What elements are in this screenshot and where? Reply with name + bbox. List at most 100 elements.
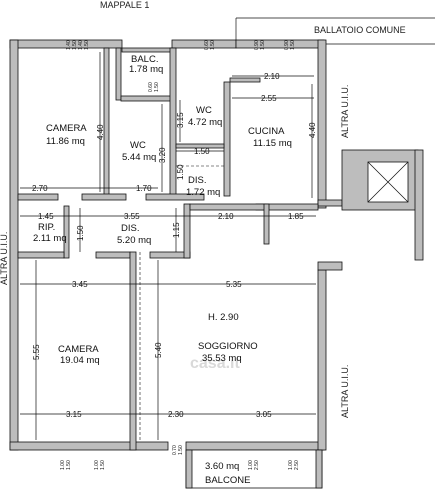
dim-320: 3.20 bbox=[158, 147, 167, 163]
room-rip-name: RIP. bbox=[38, 222, 55, 233]
room-dis-top-area: 1.72 mq bbox=[186, 187, 220, 198]
room-balcone-name: BALCONE bbox=[205, 475, 250, 486]
room-dis-top-name: DIS. bbox=[188, 175, 206, 186]
wall-right-upper bbox=[317, 39, 327, 209]
dim-535: 5.35 bbox=[226, 280, 242, 289]
room-balc-area: 1.78 mq bbox=[129, 64, 163, 75]
wall-left bbox=[9, 39, 19, 451]
dim-305: 3.05 bbox=[256, 410, 272, 419]
dim-555: 5.55 bbox=[32, 344, 41, 360]
wall-row2-right bbox=[189, 203, 267, 211]
dim-210-mid: 2.10 bbox=[218, 212, 234, 221]
wmark-wb4a: 1.00 bbox=[248, 460, 254, 470]
wmark-w3b: 1.50 bbox=[210, 40, 216, 50]
watermark: casa.it bbox=[190, 355, 240, 372]
wmark-wb3b: 2.50 bbox=[294, 460, 300, 470]
wall-stair-right bbox=[414, 149, 424, 261]
mappale-label: MAPPALE 1 bbox=[100, 0, 149, 10]
altra-top-right-label: ALTRA U.I.U. bbox=[340, 85, 350, 138]
wall-rip-bottom bbox=[17, 251, 65, 259]
wmark-w1a: 1.40 bbox=[66, 40, 72, 50]
wmark-w5b: 1.50 bbox=[260, 40, 266, 50]
wall-wc2-cucina bbox=[223, 81, 231, 197]
wall-cucina-top bbox=[229, 77, 261, 83]
wmark-wb2b: 1.50 bbox=[100, 460, 106, 470]
wmark-wb4b: 2.50 bbox=[254, 460, 260, 470]
wall-wc-balc bbox=[115, 47, 122, 101]
room-soggiorno-area: 35.53 mq bbox=[202, 353, 242, 364]
dim-185: 1.85 bbox=[288, 212, 304, 221]
wall-row1-bottom-c bbox=[145, 193, 205, 201]
altra-mid-right-label: ALTRA U.I.U. bbox=[340, 365, 350, 418]
room-balc-name: BALC. bbox=[131, 54, 158, 65]
room-rip-area: 2.11 mq bbox=[33, 233, 67, 244]
dim-440-cucina: 4.40 bbox=[308, 122, 317, 138]
room-wc-left-area: 5.44 mq bbox=[122, 152, 156, 163]
room-wc-left-name: WC bbox=[130, 140, 146, 151]
wall-bottom-left bbox=[9, 441, 169, 451]
wall-row1-bottom-a bbox=[17, 193, 59, 201]
wmark-wb3a: 1.00 bbox=[288, 460, 294, 470]
wmark-w4b: 1.50 bbox=[154, 82, 160, 92]
wall-stub-right bbox=[263, 203, 270, 245]
dim-115: 1.15 bbox=[172, 222, 181, 238]
dim-150-wc: 1.50 bbox=[194, 147, 210, 156]
wmark-w4a: 0.60 bbox=[148, 82, 154, 92]
wall-dis-right bbox=[183, 203, 191, 259]
wall-camera-wc bbox=[103, 47, 110, 197]
balcone-rail-right bbox=[315, 449, 323, 489]
altra-left-label: ALTRA U.I.U. bbox=[0, 232, 9, 285]
dim-170: 1.70 bbox=[136, 184, 152, 193]
wmark-w5a: 0.90 bbox=[254, 40, 260, 50]
dim-315: 3.15 bbox=[176, 112, 185, 128]
ballatoio-label: BALLATOIO COMUNE bbox=[314, 25, 406, 35]
wmark-w7b: 1.50 bbox=[178, 445, 184, 455]
wall-right-step2 bbox=[317, 261, 343, 271]
elevator-cross-2 bbox=[367, 161, 409, 203]
balcone-outline bbox=[185, 449, 323, 489]
wall-top-right bbox=[235, 39, 325, 49]
room-soggiorno-name: SOGGIORNO bbox=[198, 341, 258, 352]
dim-255: 2.55 bbox=[261, 94, 277, 103]
dim-315-bottom: 3.15 bbox=[66, 410, 82, 419]
wmark-w1b: 1.50 bbox=[72, 40, 78, 50]
dim-150-dis: 1.50 bbox=[176, 164, 185, 180]
wall-bottom-right bbox=[185, 441, 325, 451]
dim-150-rip: 1.50 bbox=[76, 225, 85, 241]
room-dis-mid-name: DIS. bbox=[121, 223, 139, 234]
dim-145: 1.45 bbox=[38, 212, 54, 221]
room-camera-bottom-area: 19.04 mq bbox=[60, 355, 100, 366]
room-balcone-area: 3.60 mq bbox=[205, 461, 239, 472]
wall-row1-bottom-b bbox=[81, 193, 127, 201]
wall-right-lower bbox=[317, 269, 327, 451]
wmark-w6a: 0.90 bbox=[284, 40, 290, 50]
wall-balc-top bbox=[121, 47, 173, 53]
room-cucina-area: 11.15 mq bbox=[253, 138, 292, 149]
dim-345: 3.45 bbox=[72, 280, 88, 289]
dim-210-cucina: 2.10 bbox=[264, 72, 280, 81]
wmark-wb1b: 1.50 bbox=[66, 460, 72, 470]
room-camera-bottom-name: CAMERA bbox=[58, 344, 99, 355]
room-wc-right-area: 4.72 mq bbox=[188, 117, 222, 128]
altezza-label: H. 2.90 bbox=[208, 312, 239, 323]
wall-right-step bbox=[317, 199, 343, 207]
wall-wc2-bottom bbox=[175, 143, 225, 149]
room-camera-top-area: 11.86 mq bbox=[46, 136, 85, 147]
wall-wc-top bbox=[120, 95, 174, 102]
wall-row2-a bbox=[95, 251, 131, 259]
room-dis-mid-area: 5.20 mq bbox=[117, 235, 151, 246]
wmark-w6b: 1.50 bbox=[290, 40, 296, 50]
room-camera-top-name: CAMERA bbox=[46, 123, 87, 134]
wmark-wb2a: 1.00 bbox=[94, 460, 100, 470]
wmark-w2a: 1.40 bbox=[78, 40, 84, 50]
dim-355: 3.55 bbox=[124, 212, 140, 221]
room-cucina-name: CUCINA bbox=[248, 126, 285, 137]
wmark-w7a: 0.70 bbox=[172, 445, 178, 455]
dim-440-camera: 4.40 bbox=[96, 124, 105, 140]
wmark-wb1a: 1.00 bbox=[60, 460, 66, 470]
balcone-rail-left bbox=[185, 449, 193, 489]
wmark-w2b: 1.50 bbox=[84, 40, 90, 50]
wall-camera-soggiorno bbox=[129, 251, 137, 451]
wall-rip bbox=[63, 205, 70, 259]
